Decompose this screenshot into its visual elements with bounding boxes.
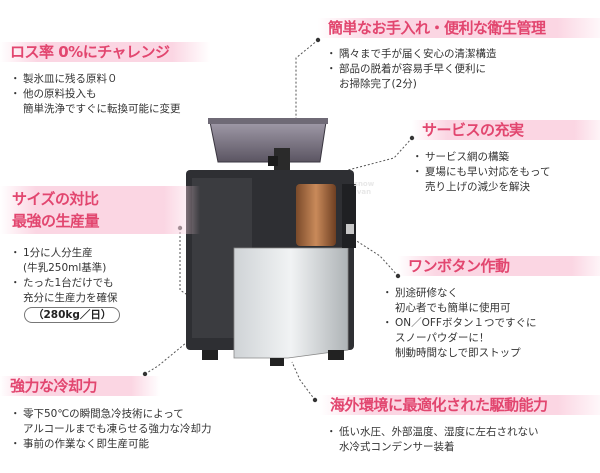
size-heading-line-2: 最強の生産量 [12, 212, 100, 230]
leader-dot [142, 371, 148, 377]
logo-line-2: van [356, 188, 372, 196]
loss-rate-heading: ロス率 0%にチャレンジ [0, 42, 210, 62]
list-item: 製氷皿に残る原料０ [10, 72, 181, 87]
overseas-heading: 海外環境に最適化された駆動能力 [320, 395, 600, 415]
leader-dot [315, 37, 321, 43]
machine-logo: snow van [350, 180, 378, 196]
leader-size [179, 228, 196, 301]
list-item: サービス網の構築 [412, 150, 550, 165]
size-heading-line-1: サイズの対比 [12, 190, 99, 208]
leader-onebutton [351, 237, 399, 277]
one-button-heading: ワンボタン作動 [398, 256, 600, 276]
capacity-badge: （280kg／日） [24, 307, 121, 323]
list-item: 1分に人分生産(牛乳250ml基準) [10, 246, 120, 276]
leader-cooling [144, 337, 193, 375]
cooling-heading: 強力な冷却力 [0, 376, 160, 396]
logo-line-1: snow [353, 180, 375, 188]
list-item: 隅々まで手が届く安心の清潔構造 [326, 47, 497, 62]
leader-service [347, 137, 413, 171]
leader-dot [312, 397, 318, 403]
easy-clean-heading: 簡単なお手入れ・便利な衛生管理 [318, 18, 600, 38]
list-item: 事前の作業なく即生産可能 [10, 437, 211, 452]
leader-overseas [291, 361, 316, 401]
size-production-heading: サイズの対比 最強の生産量 [0, 186, 200, 234]
service-heading: サービスの充実 [412, 120, 600, 140]
leader-clean [295, 39, 319, 120]
snowvan-machine-image [186, 118, 356, 366]
